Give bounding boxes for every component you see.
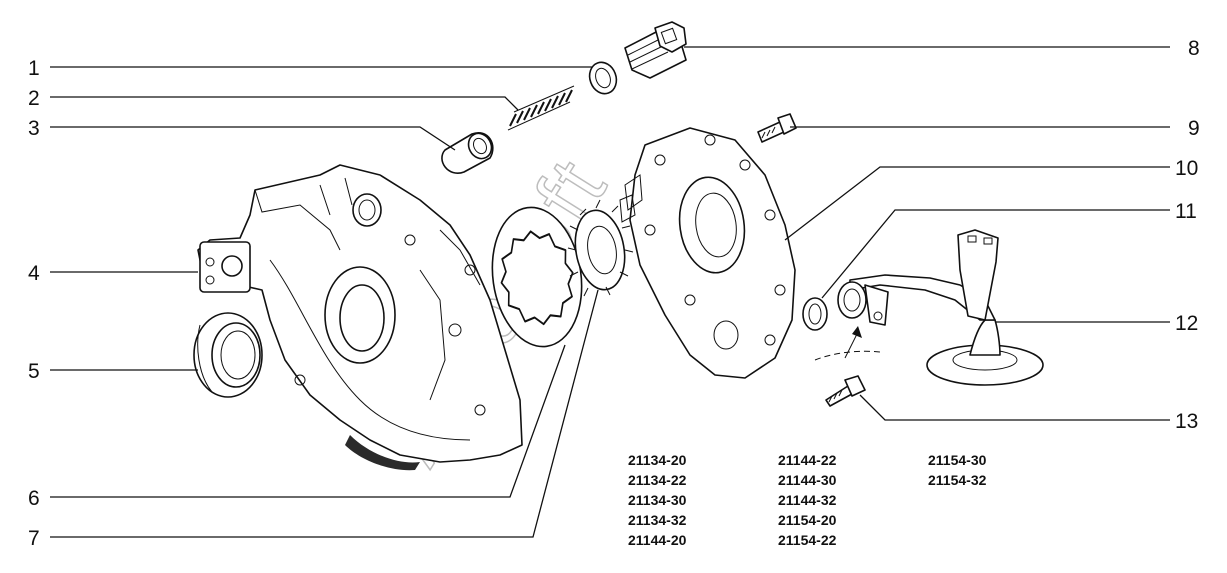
model-number: 21144-22: [778, 452, 837, 468]
oil-pickup-part: [837, 229, 1044, 386]
callout-2: 2: [28, 87, 40, 110]
model-number: 21154-30: [928, 452, 987, 468]
leader-line-7: [50, 289, 599, 538]
leader-line-3: [50, 126, 456, 151]
model-number: 21134-22: [628, 472, 687, 488]
relief-valve-spring-part: [507, 85, 575, 131]
cover-bolt-part: [757, 113, 797, 143]
model-number: 21154-32: [928, 472, 987, 488]
callout-10: 10: [1175, 157, 1198, 180]
model-number: 21134-32: [628, 512, 687, 528]
model-number: 21144-32: [778, 492, 837, 508]
model-number: 21154-22: [778, 532, 837, 548]
model-number: 21134-20: [628, 452, 687, 468]
callout-8: 8: [1188, 37, 1200, 60]
model-number: 21134-30: [628, 492, 687, 508]
callout-11: 11: [1175, 200, 1197, 223]
callout-7: 7: [28, 527, 40, 550]
pump-cover-part: [619, 127, 796, 379]
pump-housing-part: [197, 164, 523, 471]
driven-gear-part: [491, 206, 583, 348]
pickup-bolt-part: [825, 375, 866, 407]
relief-valve-piston-part: [441, 131, 494, 174]
callout-3: 3: [28, 117, 40, 140]
model-list-column-1: 21134-20 21134-22 21134-30 21134-32 2114…: [628, 450, 686, 550]
leader-line-10: [784, 166, 1170, 241]
plug-part: [624, 21, 687, 79]
callout-5: 5: [28, 360, 40, 383]
assembly-arrow: [814, 326, 881, 361]
leader-line-13: [859, 394, 1170, 421]
callout-6: 6: [28, 487, 40, 510]
model-list-column-3: 21154-30 21154-32: [928, 450, 986, 490]
leader-line-11: [821, 209, 1170, 299]
leader-line-2: [50, 96, 519, 111]
callout-1: 1: [28, 57, 40, 80]
leader-lines: [50, 46, 1170, 538]
callout-numbers: 1 2 3 4 5 6 7 8 9 10 11 12 13: [28, 37, 1200, 550]
model-list-column-2: 21144-22 21144-30 21144-32 21154-20 2115…: [778, 450, 836, 550]
callout-13: 13: [1175, 410, 1198, 433]
model-number: 21154-20: [778, 512, 837, 528]
sealing-washer-part: [588, 61, 618, 95]
callout-12: 12: [1175, 312, 1198, 335]
callout-4: 4: [28, 262, 40, 285]
callout-9: 9: [1188, 117, 1200, 140]
model-number: 21144-20: [628, 532, 687, 548]
oil-seal-part: [193, 312, 263, 398]
o-ring-part: [802, 297, 828, 331]
leader-line-6: [50, 344, 566, 498]
model-number: 21144-30: [778, 472, 837, 488]
drive-gear-part: [567, 199, 634, 297]
